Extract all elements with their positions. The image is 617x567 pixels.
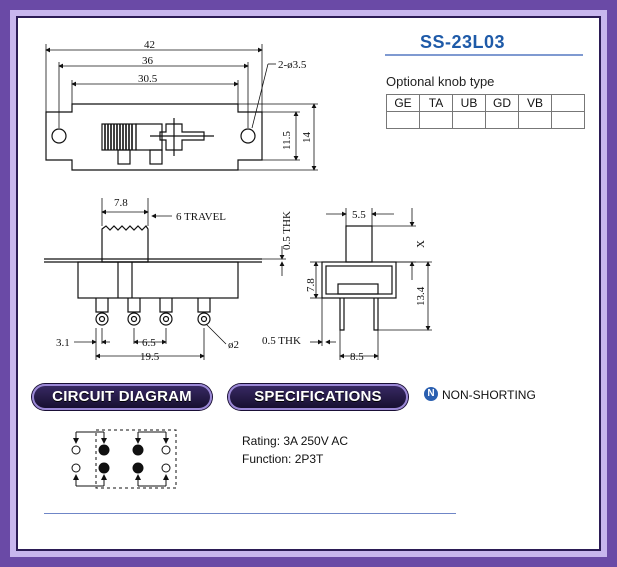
- knob-type-empty: [419, 111, 453, 129]
- knob-type-empty: [551, 111, 585, 129]
- front-view: [44, 225, 262, 326]
- spec-function: Function: 2P3T: [242, 452, 324, 466]
- dim-13-4: 13.4: [415, 286, 427, 306]
- knob-type-empty: [386, 111, 420, 129]
- dim-36: 36: [142, 55, 154, 67]
- knob-type-cell: VB: [518, 94, 552, 112]
- knob-type-cell: GE: [386, 94, 420, 112]
- circuit-contacts: [71, 444, 171, 474]
- knob-type-table: GE TA UB GD VB: [386, 94, 585, 129]
- dim-pin-diameter: ø2: [228, 339, 239, 351]
- dim-14: 14: [301, 132, 313, 144]
- knob-type-cell: [551, 94, 585, 112]
- dim-11-5: 11.5: [281, 131, 293, 150]
- dim-5-5: 5.5: [352, 209, 366, 221]
- dim-7-8: 7.8: [114, 197, 128, 209]
- non-shorting-label: NON-SHORTING: [442, 388, 536, 402]
- dim-7-8-side: 7.8: [305, 278, 317, 292]
- dim-6-5: 6.5: [142, 337, 156, 349]
- spec-rating: Rating: 3A 250V AC: [242, 434, 349, 448]
- circuit-diagram-label: CIRCUIT DIAGRAM: [52, 388, 192, 405]
- side-view: [321, 225, 397, 331]
- circuit-diagram: [73, 429, 177, 489]
- specifications-heading: SPECIFICATIONS: [228, 384, 408, 410]
- dim-8-5: 8.5: [350, 351, 364, 363]
- dim-hole: 2-ø3.5: [278, 59, 307, 71]
- bottom-rule: [44, 513, 456, 514]
- knob-type-label: Optional knob type: [386, 74, 495, 89]
- dim-19-5: 19.5: [140, 351, 160, 363]
- knob-type-empty: [485, 111, 519, 129]
- circuit-diagram-heading: CIRCUIT DIAGRAM: [32, 384, 212, 410]
- knob-type-cell: TA: [419, 94, 453, 112]
- dim-42: 42: [144, 39, 155, 51]
- knob-type-empty: [518, 111, 552, 129]
- top-view: [45, 103, 263, 171]
- dim-x: X: [415, 240, 427, 248]
- model-number: SS-23L03: [420, 32, 506, 52]
- specifications-label: SPECIFICATIONS: [254, 388, 382, 405]
- dim-travel: 6 TRAVEL: [176, 211, 226, 223]
- knob-type-cell: GD: [485, 94, 519, 112]
- dim-thk: 0.5 THK: [281, 211, 293, 250]
- dim-thk-side: 0.5 THK: [262, 335, 301, 347]
- model-underline: [385, 54, 583, 56]
- knob-type-empty: [452, 111, 486, 129]
- dim-3-1: 3.1: [56, 337, 70, 349]
- dim-30-5: 30.5: [138, 73, 158, 85]
- knob-type-cell: UB: [452, 94, 486, 112]
- non-shorting-logo: N: [424, 387, 438, 401]
